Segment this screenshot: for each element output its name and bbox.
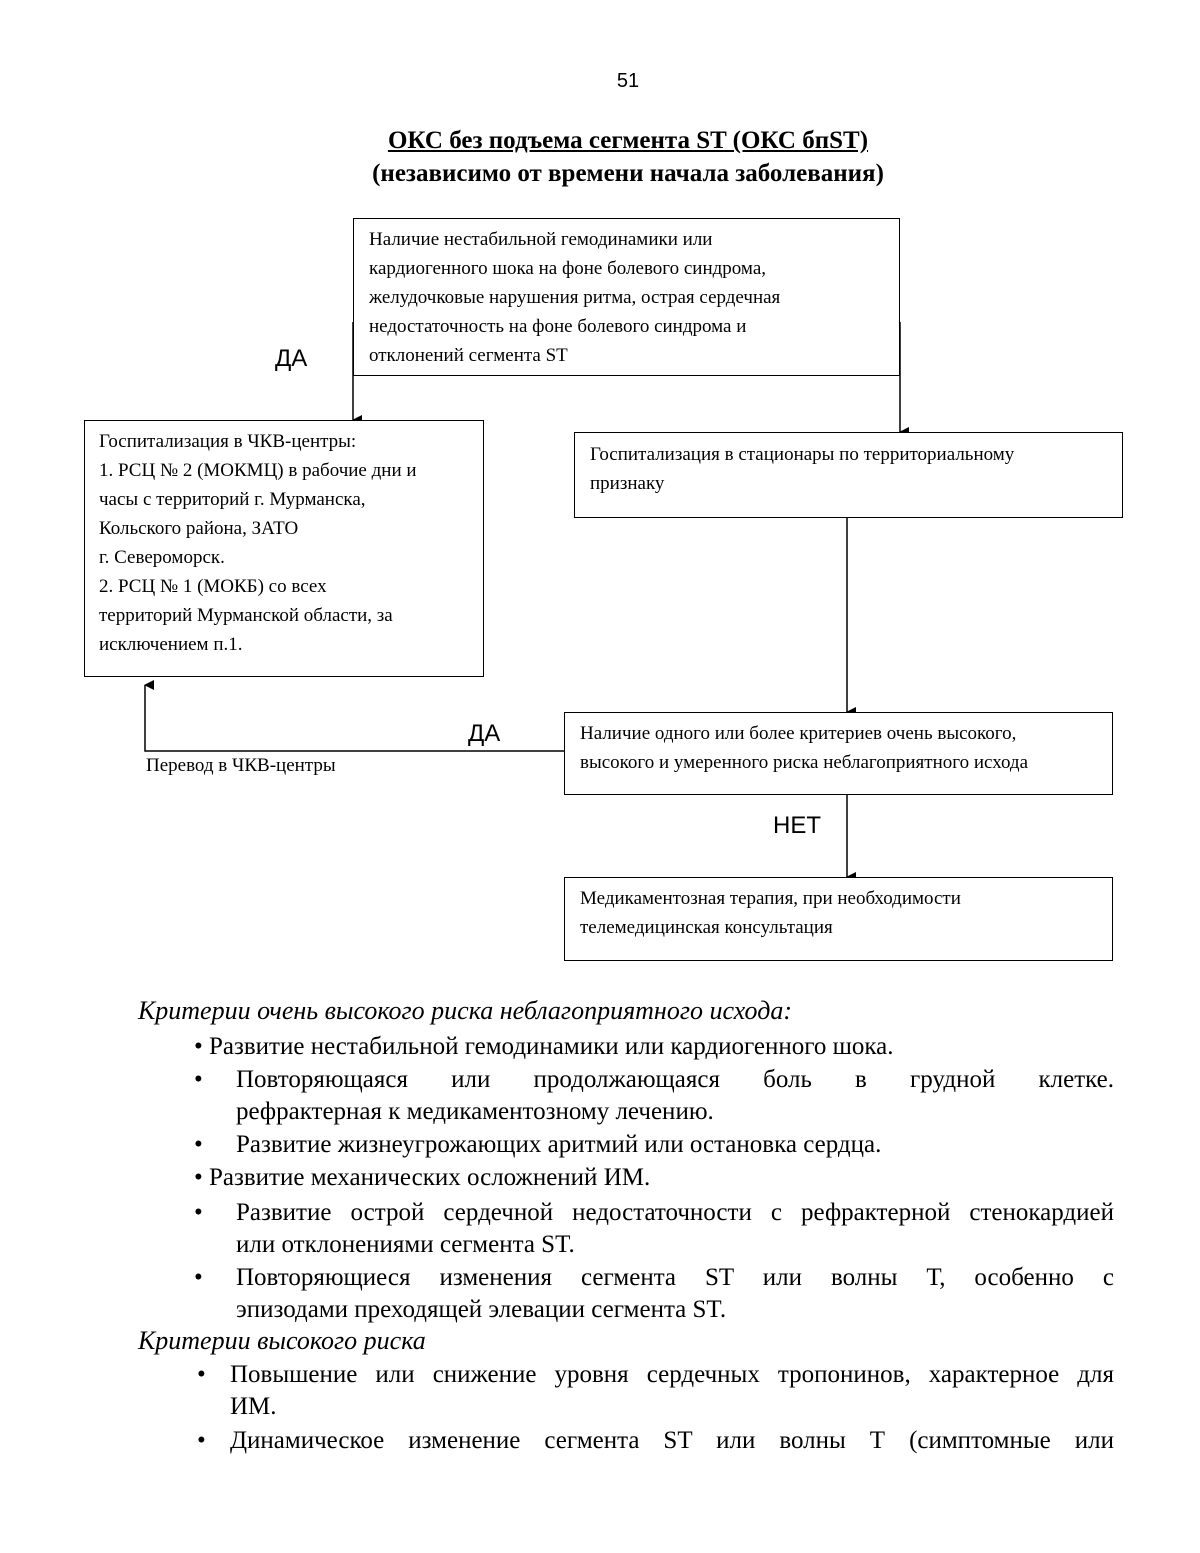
very-high-risk-heading: Критерии очень высокого риска неблагопри… bbox=[138, 996, 793, 1025]
box-risk-criteria-text: Наличие одного или более критериев очень… bbox=[580, 723, 1029, 773]
bullet: • bbox=[194, 1033, 203, 1060]
list-item: • Развитие острой сердечной недостаточно… bbox=[194, 1197, 1114, 1229]
list-item-continuation: эпизодами преходящей элевации сегмента S… bbox=[236, 1296, 727, 1323]
list-item-text: Повышение или снижение уровня сердечных … bbox=[230, 1361, 1114, 1388]
label-yes-left: ДА bbox=[275, 345, 308, 372]
label-no: НЕТ bbox=[773, 812, 821, 839]
list-item: • Повторяющаяся или продолжающаяся боль … bbox=[194, 1064, 1114, 1096]
list-item-text: Развитие нестабильной гемодинамики или к… bbox=[209, 1033, 894, 1060]
list-item: • Динамическое изменение сегмента ST или… bbox=[197, 1425, 1114, 1457]
list-item-continuation: ИМ. bbox=[230, 1393, 277, 1420]
bullet: • bbox=[194, 1131, 203, 1158]
bullet: • bbox=[194, 1164, 203, 1191]
list-item-text: Повторяющаяся или продолжающаяся боль в … bbox=[236, 1066, 1114, 1093]
box-pci-hospitalization: Госпитализация в ЧКВ-центры: 1. РСЦ № 2 … bbox=[84, 420, 484, 677]
box-pci-hospitalization-text: Госпитализация в ЧКВ-центры: 1. РСЦ № 2 … bbox=[99, 431, 417, 655]
list-item-text: Развитие жизнеугрожающих аритмий или ост… bbox=[236, 1131, 882, 1158]
high-risk-heading: Критерии высокого риска bbox=[138, 1326, 426, 1355]
bullet: • bbox=[194, 1199, 203, 1226]
page-subtitle: (независимо от времени начала заболевани… bbox=[372, 160, 884, 187]
bullet: • bbox=[197, 1427, 206, 1454]
list-item: • Повторяющиеся изменения сегмента ST ил… bbox=[194, 1262, 1114, 1294]
label-yes-transfer: ДА bbox=[468, 720, 501, 747]
box-territorial-hospitalization-text: Госпитализация в стационары по территори… bbox=[590, 444, 1015, 494]
box-medication-therapy-text: Медикаментозная терапия, при необходимос… bbox=[580, 888, 961, 938]
list-item-text: Развитие механических осложнений ИМ. bbox=[209, 1164, 651, 1191]
box-unstable-condition: Наличие нестабильной гемодинамики или ка… bbox=[353, 218, 900, 376]
box-territorial-hospitalization: Госпитализация в стационары по территори… bbox=[574, 432, 1123, 518]
list-item: • Повышение или снижение уровня сердечны… bbox=[197, 1359, 1114, 1391]
bullet: • bbox=[194, 1066, 203, 1093]
box-medication-therapy: Медикаментозная терапия, при необходимос… bbox=[564, 877, 1113, 961]
connector-risk-to-pci bbox=[144, 680, 565, 752]
box-unstable-condition-text: Наличие нестабильной гемодинамики или ка… bbox=[369, 229, 781, 366]
list-item-continuation: рефрактерная к медикаментозному лечению. bbox=[236, 1098, 714, 1125]
bullet: • bbox=[197, 1361, 206, 1388]
list-item-continuation: или отклонениями сегмента ST. bbox=[236, 1231, 575, 1258]
list-item-text: Развитие острой сердечной недостаточност… bbox=[236, 1199, 1114, 1226]
box-risk-criteria: Наличие одного или более критериев очень… bbox=[564, 712, 1113, 795]
page-number: 51 bbox=[616, 70, 640, 92]
list-item-text: Повторяющиеся изменения сегмента ST или … bbox=[236, 1264, 1114, 1291]
page-title: ОКС без подъема сегмента ST (ОКС бпST) bbox=[387, 127, 869, 154]
bullet: • bbox=[194, 1264, 203, 1291]
label-transfer-pci: Перевод в ЧКВ-центры bbox=[146, 755, 336, 776]
list-item-text: Динамическое изменение сегмента ST или в… bbox=[230, 1427, 1114, 1454]
